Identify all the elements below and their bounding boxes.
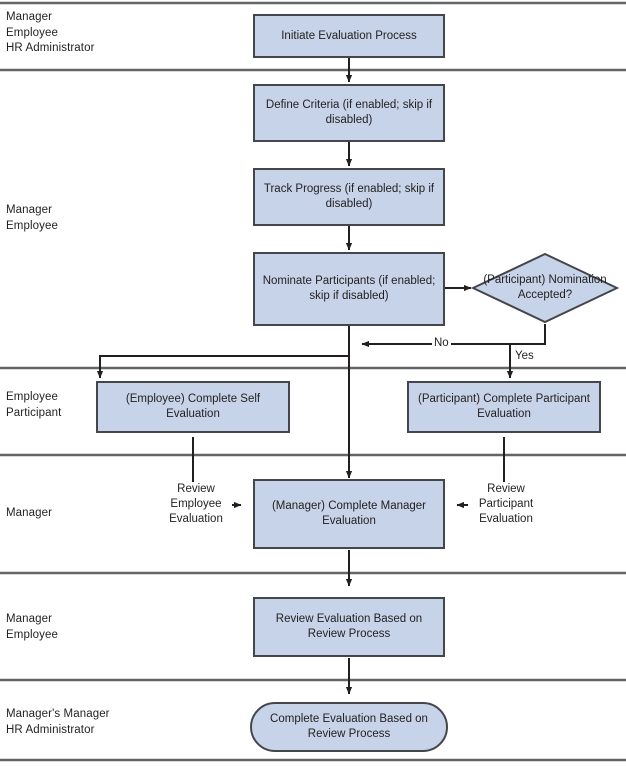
node-label: Define Criteria (if enabled; skip if dis… [265, 99, 433, 126]
node-label: (Employee) Complete Self Evaluation [125, 393, 261, 420]
edge-label-review-employee: Review Employee Evaluation [160, 482, 232, 527]
node-complete-evaluation[interactable]: Complete Evaluation Based on Review Proc… [250, 702, 448, 752]
edge-label-review-participant: Review Participant Evaluation [468, 482, 544, 527]
lane-label-2: Manager Employee [6, 204, 58, 232]
lane-label-6: Manager's Manager HR Administrator [6, 708, 110, 736]
node-define-criteria[interactable]: Define Criteria (if enabled; skip if dis… [253, 84, 445, 142]
node-label: Nominate Participants (if enabled; skip … [262, 275, 436, 302]
node-label: Track Progress (if enabled; skip if disa… [263, 183, 435, 210]
edge-label-yes: Yes [513, 349, 536, 364]
lane-label-4: Manager [6, 507, 53, 519]
node-label: (Participant) Complete Participant Evalu… [418, 393, 590, 420]
edge-to-self-eval [96, 355, 349, 379]
node-nomination-accepted-decision[interactable]: (Participant) Nomination Accepted? [471, 252, 619, 324]
lane-label-3: Employee Participant [6, 391, 62, 419]
node-label: Initiate Evaluation Process [281, 29, 417, 42]
node-label: Review Evaluation Based on Review Proces… [275, 613, 423, 640]
node-review-evaluation[interactable]: Review Evaluation Based on Review Proces… [253, 597, 445, 657]
node-label: (Manager) Complete Manager Evaluation [271, 500, 427, 527]
node-label: Complete Evaluation Based on Review Proc… [270, 713, 428, 740]
lane-label-1: Manager Employee HR Administrator [6, 11, 95, 54]
node-complete-participant-evaluation[interactable]: (Participant) Complete Participant Evalu… [407, 381, 601, 433]
node-nominate-participants[interactable]: Nominate Participants (if enabled; skip … [253, 252, 445, 326]
node-complete-self-evaluation[interactable]: (Employee) Complete Self Evaluation [96, 381, 290, 433]
edge-no-branch [361, 324, 546, 348]
node-track-progress[interactable]: Track Progress (if enabled; skip if disa… [253, 168, 445, 226]
edge-label-no: No [432, 336, 451, 351]
edge-yes-branch [506, 343, 545, 379]
diamond-shape [471, 252, 619, 324]
node-initiate-evaluation-process[interactable]: Initiate Evaluation Process [253, 14, 445, 58]
node-complete-manager-evaluation[interactable]: (Manager) Complete Manager Evaluation [253, 479, 445, 549]
lane-label-5: Manager Employee [6, 613, 58, 641]
